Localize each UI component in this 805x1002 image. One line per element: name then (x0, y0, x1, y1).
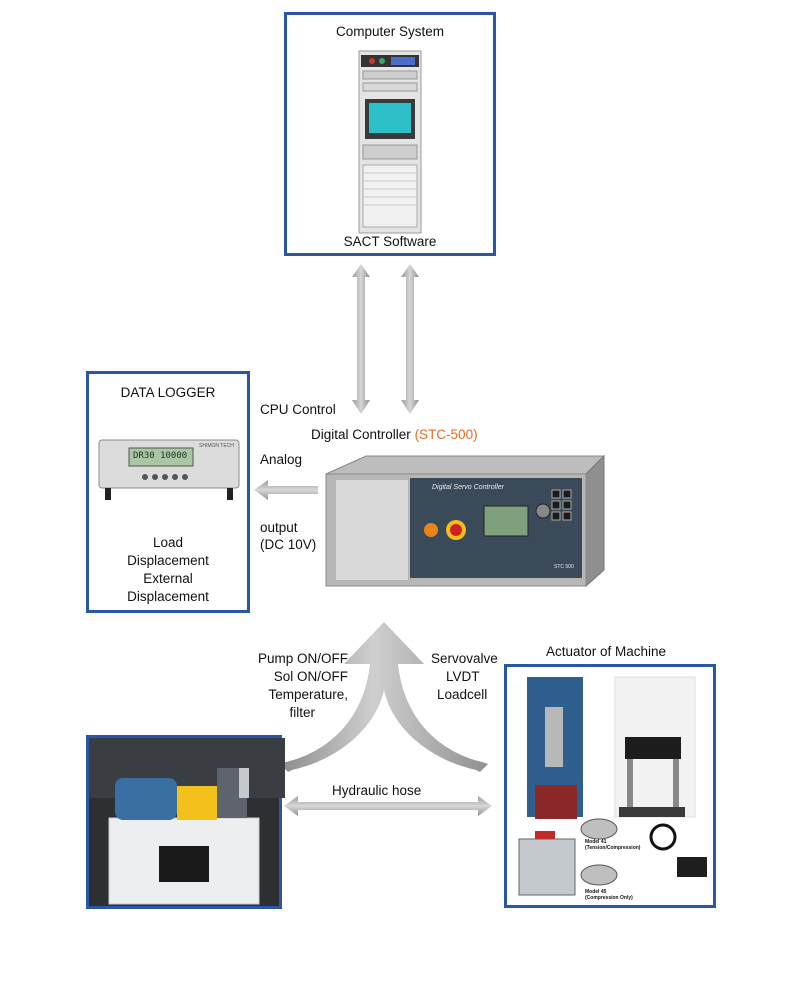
model41-sub: (Tension/Compression) (585, 845, 641, 851)
actuator-images (518, 676, 707, 896)
computer-system-box: Computer System SACT Software (284, 12, 496, 256)
analog-label: Analog (260, 452, 303, 467)
hydraulic-hose-arrow (284, 796, 492, 816)
actuator-box: Model 41 (Tension/Compression) Model 45 … (504, 664, 716, 908)
pump-line-4: filter (289, 705, 315, 720)
model41-label: Model 41 (585, 839, 607, 845)
model45-label: Model 45 (585, 889, 607, 895)
double-arrow-left (352, 264, 370, 414)
hydraulic-pump-image (89, 738, 285, 905)
digital-controller-label: Digital Controller (STC-500) (311, 426, 478, 443)
controller-panel-text: Digital Servo Controller (432, 484, 504, 491)
pump-line-3: Temperature, (268, 687, 348, 702)
feedback-arrow (280, 622, 488, 772)
hydraulic-hose-label: Hydraulic hose (332, 783, 422, 798)
servo-line-2: LVDT (446, 669, 480, 684)
logger-line-displacement: Displacement (127, 553, 209, 568)
logger-line-external: External (143, 571, 193, 586)
output-label: output (260, 520, 298, 535)
servo-line-1: Servovalve (431, 651, 498, 666)
controller-model: (STC-500) (414, 427, 478, 442)
sact-software-label: SACT Software (343, 234, 437, 249)
double-arrow-right (401, 264, 419, 414)
pump-line-2: Sol ON/OFF (273, 669, 348, 684)
digital-controller-name: Digital Controller (311, 427, 411, 442)
data-logger-brand: SHIMON TECH (199, 443, 234, 449)
data-logger-screen: DR30 10000 (133, 451, 188, 461)
data-logger-title: DATA LOGGER (120, 385, 216, 400)
dc-label: (DC 10V) (260, 537, 317, 552)
pump-line-1: Pump ON/OFF (257, 651, 348, 666)
logger-line-load: Load (152, 535, 184, 550)
servo-line-3: Loadcell (437, 687, 488, 702)
logger-line-ext-displacement: Displacement (127, 589, 209, 604)
hydraulic-unit-box (86, 735, 285, 909)
data-logger-image (98, 439, 240, 500)
data-logger-box: DATA LOGGER DR30 10000 SHIMON TECH Load … (86, 371, 250, 613)
analog-output-arrow (254, 480, 318, 500)
actuator-title: Actuator of Machine (546, 644, 667, 659)
cpu-control-label: CPU Control (260, 402, 336, 417)
computer-rack-image (358, 50, 422, 234)
model45-sub: (Compression Only) (585, 895, 633, 901)
computer-system-title: Computer System (335, 24, 445, 39)
controller-badge: STC 500 (554, 564, 574, 570)
